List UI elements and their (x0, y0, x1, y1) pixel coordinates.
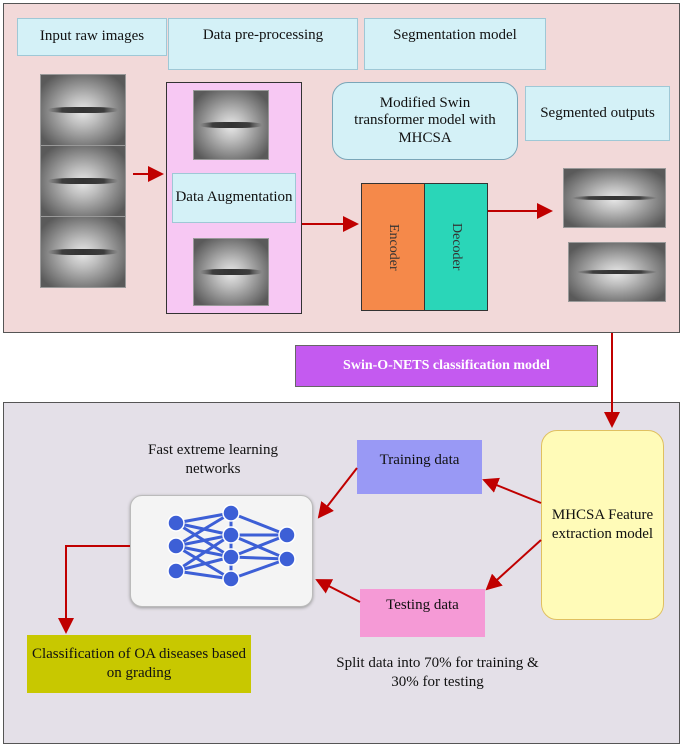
segmented-xray-image (563, 168, 666, 228)
segmented-xray-image (568, 242, 666, 302)
augmented-xray-image (193, 238, 269, 306)
arrow-training-to-network (317, 467, 358, 519)
arrow-mhcsa-to-testing (485, 539, 542, 591)
data-preprocessing-label: Data pre-processing (168, 18, 358, 70)
encoder-block: Encoder (361, 183, 425, 311)
segmentation-model-label: Segmentation model (364, 18, 546, 70)
swin-o-nets-label: Swin-O-NETS classification model (295, 345, 598, 387)
input-xray-image (40, 216, 126, 288)
augmented-xray-image (193, 90, 269, 160)
neural-network-icon (167, 504, 296, 588)
input-xray-stack (40, 74, 126, 288)
input-xray-image (40, 145, 126, 217)
input-xray-image (40, 74, 126, 146)
decoder-label: Decoder (449, 223, 464, 271)
encoder-label: Encoder (386, 223, 401, 271)
testing-data-note: Testing data (360, 589, 485, 637)
oa-classification-box: Classification of OA diseases based on g… (27, 635, 251, 693)
fast-elm-label: Fast extreme learning networks (148, 442, 278, 477)
decoder-block: Decoder (424, 183, 488, 311)
input-raw-images-label: Input raw images (17, 18, 167, 56)
mhcsa-feature-box: MHCSA Feature extraction model (541, 430, 664, 620)
testing-data-label: Testing data (386, 597, 459, 613)
training-data-label: Training data (379, 452, 460, 468)
training-data-note: Training data (357, 440, 482, 494)
data-augmentation-label: Data Augmentation (172, 173, 296, 223)
segmented-outputs-label: Segmented outputs (525, 86, 670, 141)
split-note: Split data into 70% for training & 30% f… (336, 655, 539, 690)
arrow-testing-to-network (315, 579, 361, 603)
modified-swin-transformer-box: Modified Swin transformer model with MHC… (332, 82, 518, 160)
arrow-network-to-classification (58, 545, 130, 634)
arrow-mhcsa-to-training (482, 477, 542, 504)
